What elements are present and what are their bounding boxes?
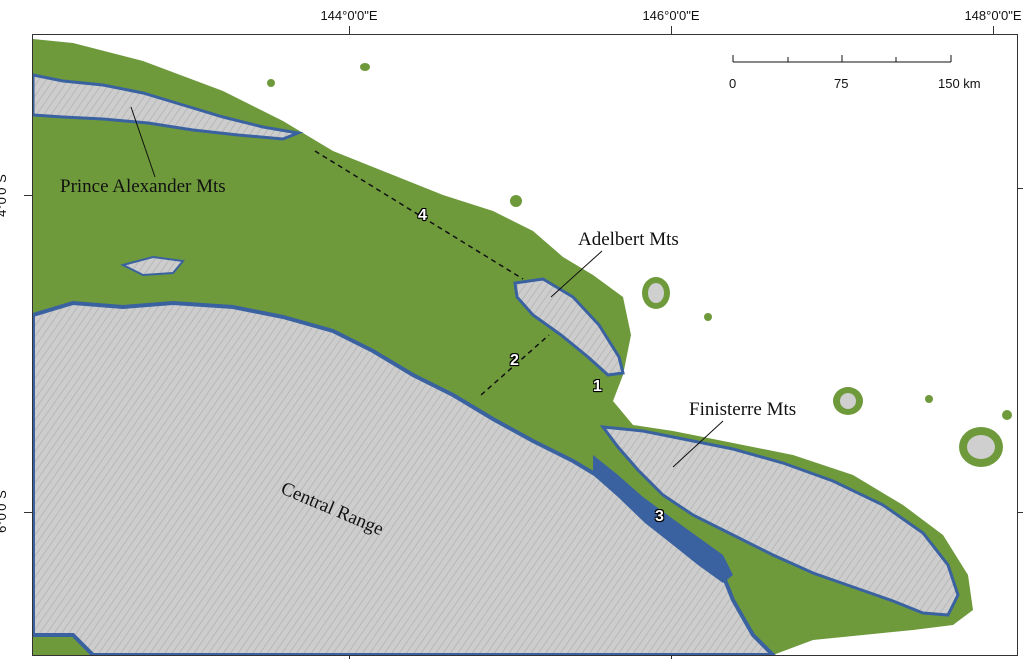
longitude-label-148: 148°0'0"E (964, 8, 1022, 23)
adelbert-highland (513, 277, 625, 377)
island-2-peak (840, 393, 856, 409)
tick-top-148 (993, 26, 994, 34)
tick-right-4s (1017, 188, 1023, 189)
latitude-label-6s: 6°0'0"S (0, 490, 9, 533)
tick-bottom-144 (349, 654, 350, 659)
island-small-3 (267, 79, 275, 87)
longitude-label-144: 144°0'0"E (320, 8, 378, 23)
island-small-2 (360, 63, 370, 71)
marker-1: 1 (593, 378, 602, 395)
leader-adelbert (550, 250, 603, 298)
island-1-peak (648, 283, 664, 303)
island-3-peak (967, 435, 995, 459)
tick-bottom-146 (671, 654, 672, 659)
tick-left-4s (24, 195, 32, 196)
leader-finisterre (672, 420, 724, 468)
transect-2 (480, 334, 550, 396)
latitude-label-4s: 4°0'0"S (0, 174, 9, 217)
label-prince-alexander-mts: Prince Alexander Mts (60, 176, 226, 197)
valley-waterway (593, 455, 733, 583)
island-small-5 (925, 395, 933, 403)
prince-alexander-highland (33, 73, 304, 141)
island-small-4 (704, 313, 712, 321)
tick-top-146 (671, 26, 672, 34)
label-adelbert-mts: Adelbert Mts (578, 229, 679, 250)
map-frame (32, 34, 1018, 656)
marker-3: 3 (655, 508, 664, 525)
scale-label-0: 0 (729, 76, 737, 91)
tick-left-6s (24, 512, 32, 513)
finisterre-highland (599, 425, 960, 617)
scale-label-150: 150 km (938, 76, 981, 91)
map-canvas (33, 39, 1012, 655)
scale-label-75: 75 (834, 76, 849, 91)
central-range-highland (33, 300, 776, 655)
island-small-1 (510, 195, 522, 207)
tick-top-144 (349, 26, 350, 34)
marker-2: 2 (510, 352, 519, 369)
tick-right-6s (1017, 512, 1023, 513)
transect-4 (314, 150, 524, 280)
longitude-label-146: 146°0'0"E (642, 8, 700, 23)
island-small-6 (1002, 410, 1012, 420)
label-finisterre-mts: Finisterre Mts (689, 399, 797, 420)
leader-prince-alexander (130, 106, 156, 178)
lowland-hills (120, 255, 185, 277)
scale-bar: 0 75 150 km (700, 24, 990, 91)
marker-4: 4 (418, 207, 427, 224)
